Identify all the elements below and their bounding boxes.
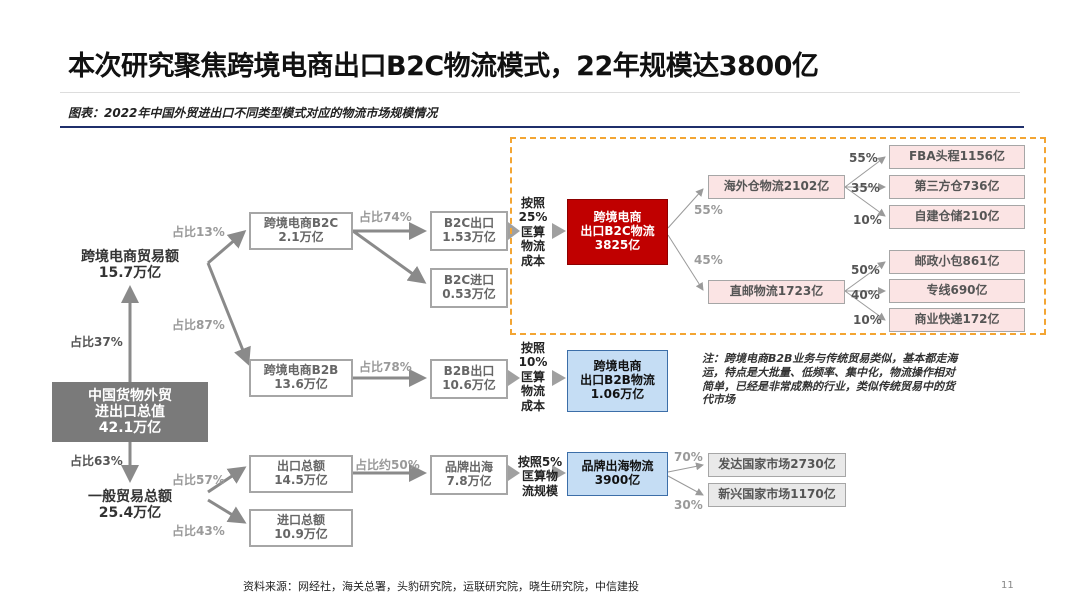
node-dedicated-line: 专线690亿 (889, 279, 1025, 303)
pct-direct-mail: 45% (694, 253, 723, 267)
page-number: 11 (1001, 580, 1014, 591)
chart-caption: 图表：2022年中国外贸进出口不同类型模式对应的物流市场规模情况 (68, 106, 438, 120)
pct-gen-import-share: 占比43% (172, 524, 225, 538)
page-title: 本次研究聚焦跨境电商出口B2C物流模式，22年规模达3800亿 (68, 51, 819, 82)
pct-emerging: 30% (674, 498, 703, 512)
node-postal: 邮政小包861亿 (889, 250, 1025, 274)
b2c-focus-region (510, 137, 1046, 335)
node-third-party-wh: 第三方仓736亿 (889, 175, 1025, 199)
node-emerging-market: 新兴国家市场1170亿 (708, 483, 846, 507)
pct-b2c-share: 占比13% (172, 225, 225, 239)
b2b-note: 注：跨境电商B2B业务与传统贸易类似，基本都走海运，特点是大批量、低频率、集中化… (702, 352, 958, 407)
pct-dedicated: 40% (851, 288, 880, 302)
pct-overseas-wh: 55% (694, 203, 723, 217)
pct-postal: 50% (851, 263, 880, 277)
pct-b2b-export-share: 占比78% (359, 360, 412, 374)
pct-developed: 70% (674, 450, 703, 464)
node-self-wh: 自建仓储210亿 (889, 205, 1025, 229)
pct-brand-share: 占比约50% (355, 458, 420, 472)
node-express: 商业快递172亿 (889, 308, 1025, 332)
header-rule (60, 126, 1024, 128)
pct-fba: 55% (849, 151, 878, 165)
node-direct-mail: 直邮物流1723亿 (708, 280, 845, 304)
node-fba: FBA头程1156亿 (889, 145, 1025, 169)
source-note: 资料来源：网经社，海关总署，头豹研究院，运联研究院，晓生研究院，中信建投 (243, 580, 639, 593)
pct-cbec-share: 占比37% (70, 335, 123, 349)
title-divider (60, 92, 1020, 93)
node-developed-market: 发达国家市场2730亿 (708, 453, 846, 477)
pct-express: 10% (853, 313, 882, 327)
node-overseas-warehouse: 海外仓物流2102亿 (708, 175, 845, 199)
pct-b2b-share: 占比87% (172, 318, 225, 332)
pct-self-wh: 10% (853, 213, 882, 227)
pct-general-share: 占比63% (70, 454, 123, 468)
pct-gen-export-share: 占比57% (172, 473, 225, 487)
basis-brand: 按照5%匡算物流规模 (517, 455, 563, 498)
pct-b2c-export-share: 占比74% (359, 210, 412, 224)
pct-third-party: 35% (851, 181, 880, 195)
